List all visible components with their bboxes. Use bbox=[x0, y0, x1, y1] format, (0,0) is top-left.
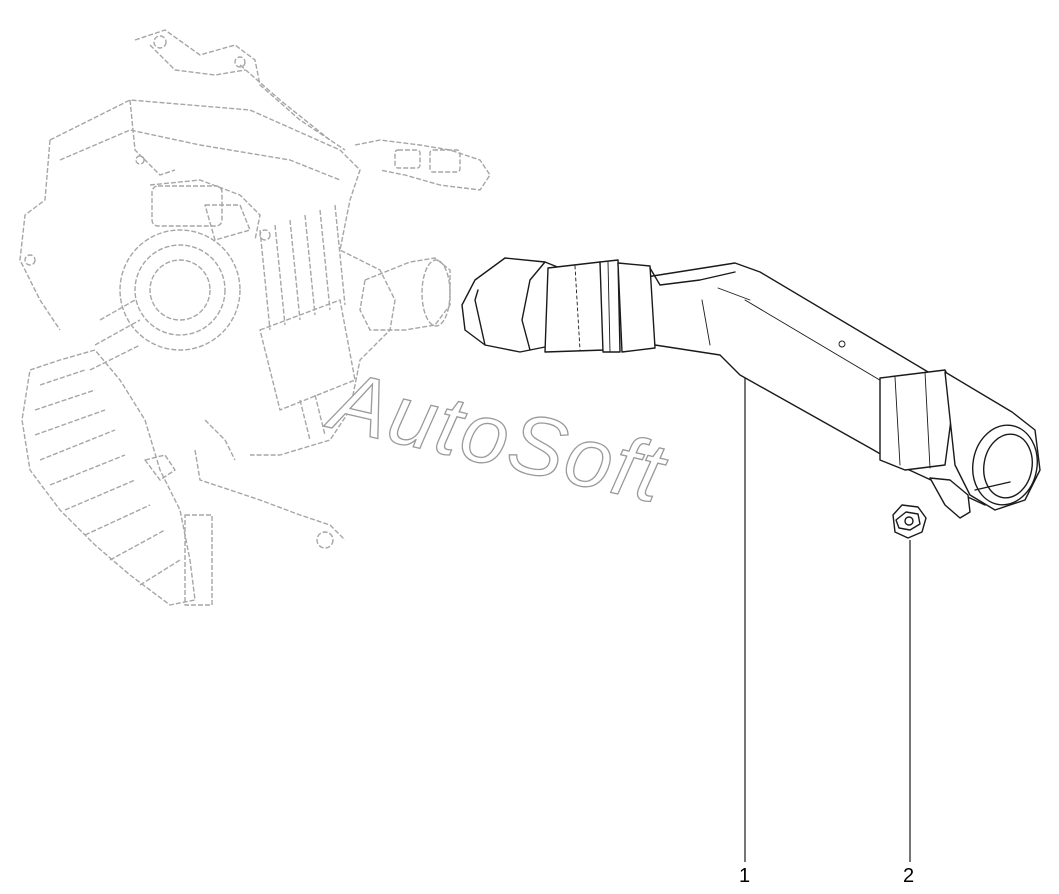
nut bbox=[892, 504, 927, 539]
air-filter-housing bbox=[19, 29, 491, 606]
callout-2-label: 2 bbox=[903, 865, 915, 887]
callout-1-label: 1 bbox=[739, 865, 751, 887]
air-intake-pipe bbox=[461, 257, 1041, 519]
